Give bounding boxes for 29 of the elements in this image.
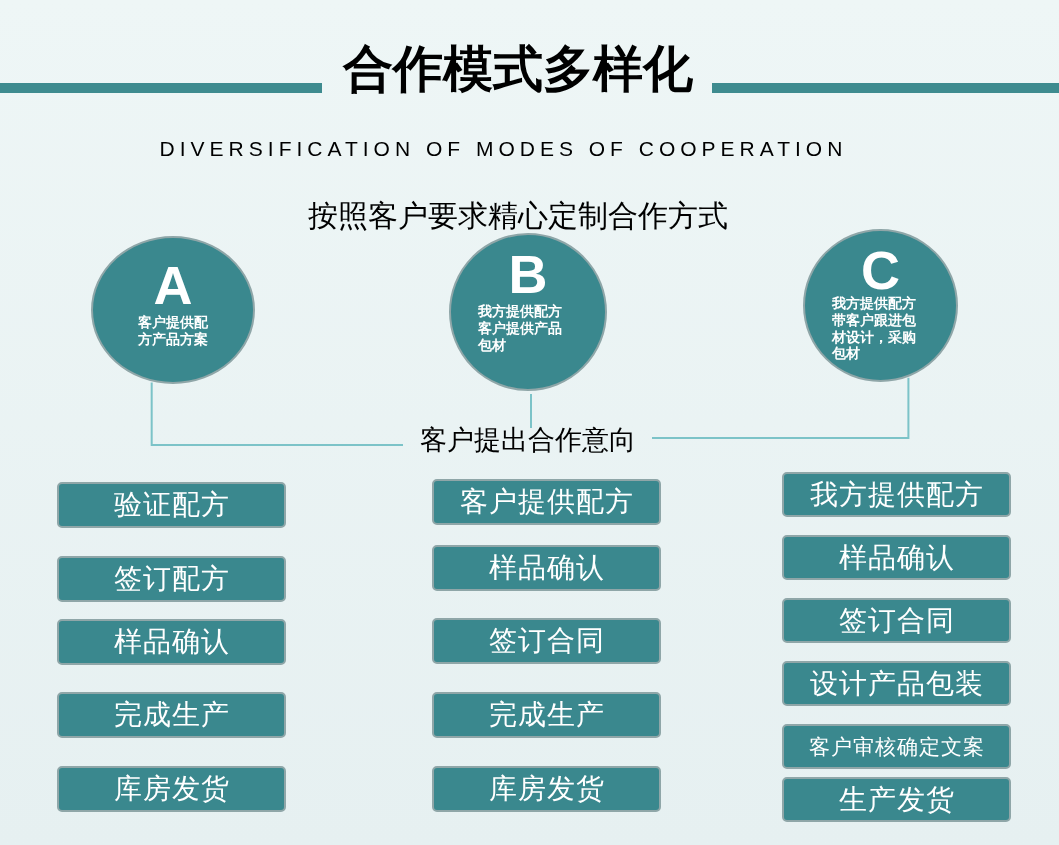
step-box: 设计产品包装: [782, 661, 1011, 706]
step-box: 样品确认: [57, 619, 286, 665]
option-letter: B: [507, 247, 549, 301]
step-box: 客户审核确定文案: [782, 724, 1011, 769]
step-box: 库房发货: [432, 766, 661, 812]
step-box: 样品确认: [782, 535, 1011, 580]
subtitle: DIVERSIFICATION OF MODES OF COOPERATION: [158, 137, 849, 161]
step-box: 库房发货: [57, 766, 286, 812]
option-letter: A: [152, 258, 194, 312]
step-box: 完成生产: [57, 692, 286, 738]
step-box: 完成生产: [432, 692, 661, 738]
option-description: 我方提供配方带客户跟进包材设计，采购包材: [832, 295, 917, 363]
step-box: 签订配方: [57, 556, 286, 602]
step-box: 我方提供配方: [782, 472, 1011, 517]
connector-line: [651, 376, 910, 439]
step-box: 签订合同: [432, 618, 661, 664]
connector-line: [150, 381, 404, 446]
step-box: 验证配方: [57, 482, 286, 528]
flow-label: 客户提出合作意向: [418, 423, 637, 457]
connector-line: [530, 392, 532, 429]
option-description: 我方提供配方客户提供产品包材: [478, 303, 563, 354]
step-box: 生产发货: [782, 777, 1011, 822]
step-box: 样品确认: [432, 545, 661, 591]
title: 合作模式多样化: [341, 44, 694, 94]
step-box: 签订合同: [782, 598, 1011, 643]
option-description: 客户提供配方产品方案: [138, 314, 209, 348]
option-letter: C: [861, 243, 900, 297]
step-box: 客户提供配方: [432, 479, 661, 525]
heading: 按照客户要求精心定制合作方式: [306, 197, 729, 235]
